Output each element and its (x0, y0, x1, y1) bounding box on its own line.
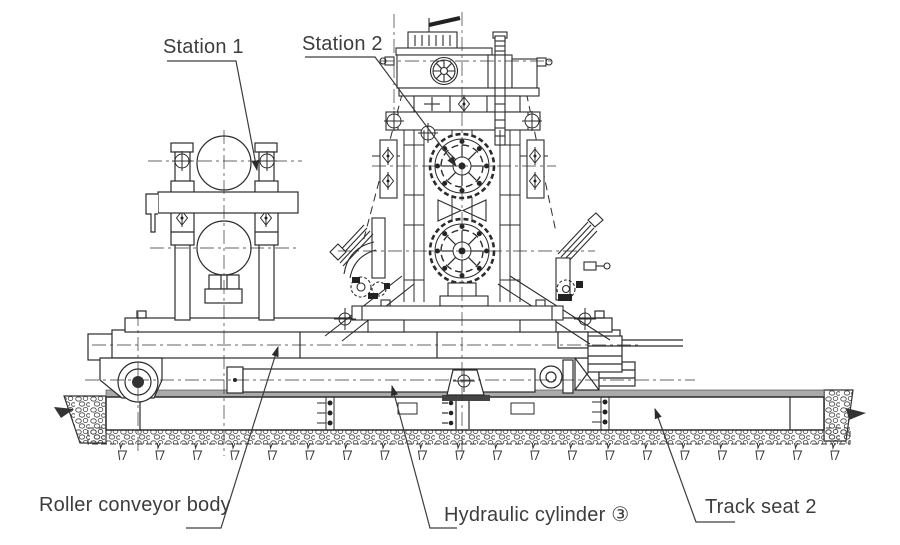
cylinder-mount (442, 369, 490, 429)
hydraulic-cylinder (226, 357, 636, 394)
leader-track-seat (654, 407, 735, 523)
label-hydraulic-cylinder: Hydraulic cylinder ③ (444, 504, 630, 526)
track-joint-bolts (592, 397, 610, 430)
drive-unit (557, 331, 683, 373)
centerlines (85, 12, 695, 458)
station-1-assembly (145, 135, 299, 321)
leader-lines (167, 56, 735, 529)
ground-break-arrow-left (54, 407, 74, 418)
track-joint-bolts (317, 397, 335, 430)
left-side-assembly (329, 217, 390, 299)
label-station-2: Station 2 (302, 33, 383, 55)
label-roller-conveyor: Roller conveyor body (39, 494, 231, 516)
handwheel-icon (429, 56, 459, 86)
leader-roller-conveyor (186, 345, 279, 529)
leader-hydraulic-cylinder (391, 384, 457, 529)
label-station-1: Station 1 (163, 36, 244, 58)
leader-station1 (167, 60, 259, 172)
leader-station2 (305, 56, 457, 167)
right-side-assembly (555, 212, 611, 301)
station-2-assembly (324, 16, 611, 345)
ground-hatching (54, 389, 866, 460)
label-track-seat: Track seat 2 (705, 496, 817, 518)
ground-break-arrow-right (846, 408, 866, 420)
